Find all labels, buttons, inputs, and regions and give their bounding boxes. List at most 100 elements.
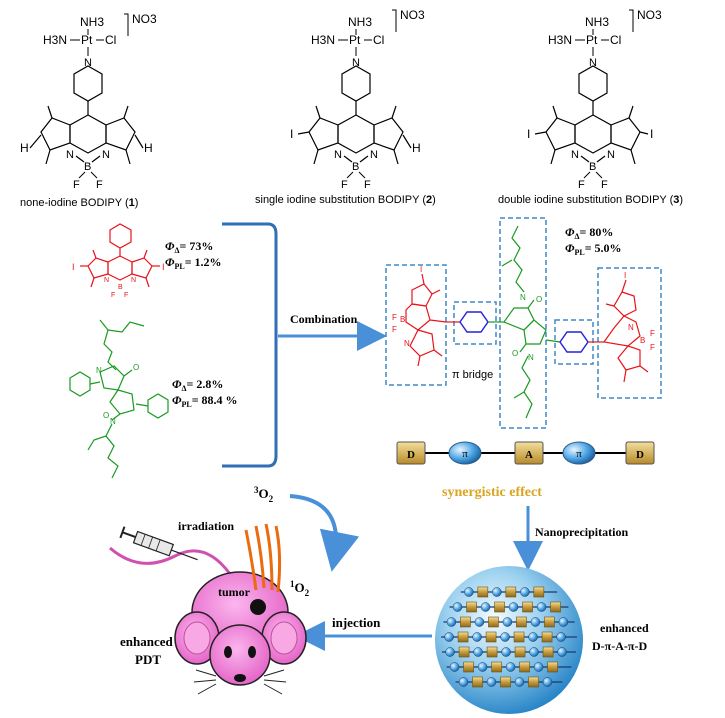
boron: B [84,161,91,173]
pyridine-n: N [589,57,597,69]
red-bodipy-n-right: N [131,277,136,284]
green-dpp-o-bottom: O [103,411,109,420]
nanoparticle-pi-unit [556,632,566,642]
nanoparticle-pi-unit [486,677,497,687]
green-dpp-properties: ΦΔ= 2.8% ΦPL= 88.4 % [172,377,238,409]
red-bodipy-properties: ΦΔ= 73% ΦPL= 1.2% [165,239,222,271]
nitrate-counterion: NO3 [637,8,662,22]
fluorine-right: F [364,179,371,191]
nanoparticle-pi-unit [505,662,516,672]
pyridine-n: N [84,57,92,69]
product-dpp-o-top: O [536,295,542,304]
fluorine-left: F [341,179,348,191]
nanoparticle-donor-unit [457,631,469,643]
nanoparticle-pi-unit [557,647,567,657]
nanoparticle-pi-unit [558,617,569,627]
nanoparticle-donor-unit [488,616,499,628]
compound-1-caption: none-iodine BODIPY (1) [20,197,138,209]
nanoparticle-donor-unit [472,676,483,688]
green-dpp-structure [69,319,169,479]
injection-label: injection [332,615,381,630]
compound-2: NH3 H3N Pt Cl NO3 N I H N N B F F [290,8,425,191]
nanoparticle-pi-unit [530,617,541,627]
oxygen-conversion-arrow [289,494,360,572]
dad-node-d-right [625,441,655,465]
green-dpp-n-bottom: N [110,417,116,426]
metal-pt: Pt [586,33,598,47]
nanoparticle-donor-unit [458,646,470,658]
nanoparticle-donor-unit [486,646,498,658]
svg-text:A: A [525,449,533,461]
core-n-left: N [66,149,74,161]
dad-node-pi-left [448,441,482,465]
svg-text:ΦΔ= 73%: ΦΔ= 73% [165,239,213,255]
product-left-i: I [420,265,422,274]
irradiation-label: irradiation [178,519,234,533]
red-bodipy-iodine-right: I [162,262,165,272]
product-left-bodipy [405,273,447,367]
nanoparticle-grid [441,586,577,688]
nanoparticle-pi-unit [449,662,460,672]
nanoparticle-donor-unit [522,601,533,613]
product-properties: ΦΔ= 80% ΦPL= 5.0% [565,225,622,257]
nanoparticle-pi-unit [528,632,538,642]
fluorine-left: F [73,179,80,191]
dad-chain: D π A π D [396,441,655,465]
svg-text:ΦPL= 5.0%: ΦPL= 5.0% [565,241,622,257]
nanoparticle-donor-unit [463,661,474,673]
svg-text:ΦΔ= 2.8%: ΦΔ= 2.8% [172,377,223,393]
nanoparticle-pi-unit [444,632,454,642]
dad-node-a [514,441,544,465]
nanoparticle-pi-unit [480,602,491,612]
nanoparticle-pi-unit [514,677,525,687]
nanoparticle-pi-unit [500,632,510,642]
nanoparticle-pi-unit [458,677,469,687]
svg-text:π: π [576,448,582,460]
red-bodipy-structure [80,223,160,288]
svg-text:ΦPL= 1.2%: ΦPL= 1.2% [165,255,222,271]
nanoparticle-donor-unit [533,586,545,598]
nanoparticle-pi-unit [529,647,539,657]
nanoparticle-pi-unit [502,617,513,627]
product-right-f2: F [650,343,655,352]
green-dpp-n-top: N [96,366,102,375]
tumor-spot [250,599,266,615]
combination-bracket [222,222,278,468]
nanoparticle-donor-unit [514,646,526,658]
core-n-right: N [102,149,110,161]
green-dpp-o-top: O [133,363,139,372]
nanoparticle-donor-unit [544,616,555,628]
tumor-label: tumor [218,585,251,599]
nanoparticle [435,566,583,714]
compound-3-caption: double iodine substitution BODIPY (3) [498,194,683,206]
nanoparticle-pi-unit [473,647,483,657]
product-left-f1: F [392,313,397,322]
product-right-f1: F [650,329,655,338]
core-n-left: N [571,149,579,161]
nanoparticle-pi-unit [446,617,457,627]
nanoparticle-pi-unit [508,602,519,612]
product-right-n: N [628,323,634,332]
core-iodine-left: I [527,127,530,141]
nanoparticle-donor-unit [513,631,525,643]
core-n-right: N [607,149,615,161]
triplet-oxygen: 3O2 [254,485,274,504]
nanoparticle-pi-unit [464,587,474,597]
compound-1: NH3 H3N Pt Cl NO3 N H H N N B F F [20,12,157,191]
product-left-f2: F [392,325,397,334]
nitrate-counterion: NO3 [132,12,157,26]
nitrate-counterion: NO3 [400,8,425,22]
red-bodipy-n-left: N [104,277,109,284]
red-bodipy-f2: F [124,292,128,299]
nanoparticle-donor-unit [485,631,497,643]
nanoprecipitation-label: Nanoprecipitation [535,525,628,539]
enhanced-dpad-line2: D-π-A-π-D [592,639,647,653]
nanoparticle-donor-unit [500,676,511,688]
pi-bridge-label: π bridge [452,369,493,381]
nanoparticle-pi-unit [520,587,530,597]
svg-text:ΦPL= 88.4 %: ΦPL= 88.4 % [172,393,238,409]
nanoparticle-donor-unit [505,586,517,598]
core-n-right: N [370,149,378,161]
singlet-oxygen: 1O2 [290,579,310,598]
svg-text:ΦΔ= 80%: ΦΔ= 80% [565,225,613,241]
